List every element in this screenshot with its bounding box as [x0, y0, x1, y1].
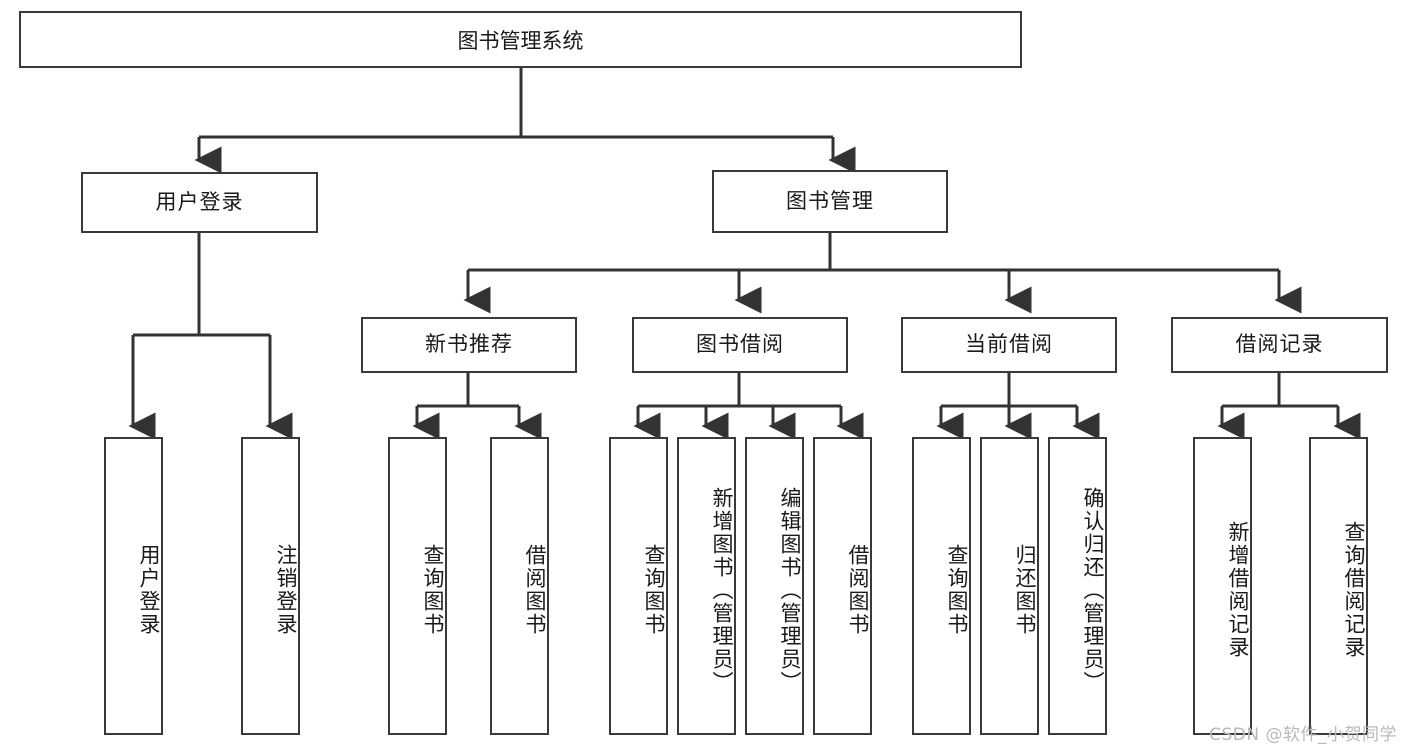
node-label: 图书管理: [786, 188, 874, 213]
node-label: 图书借阅: [696, 332, 784, 357]
leaf-current-query-book[interactable]: 查询图书: [912, 437, 971, 735]
node-label: 归还图书: [1013, 544, 1037, 636]
node-label: 借阅图书: [523, 544, 547, 636]
node-label: 编辑图书（管理员）: [778, 486, 802, 694]
node-label: 新增借阅记录: [1226, 521, 1250, 659]
node-label: 当前借阅: [965, 332, 1053, 357]
node-book-management[interactable]: 图书管理: [712, 170, 948, 233]
leaf-user-login-login[interactable]: 用户登录: [104, 437, 163, 735]
node-label: 查询图书: [945, 544, 969, 636]
node-label: 新书推荐: [425, 332, 513, 357]
node-label: 用户登录: [155, 189, 244, 214]
node-label: 注销登录: [274, 544, 298, 636]
leaf-borrow-borrow-book[interactable]: 借阅图书: [813, 437, 872, 735]
node-book-borrow[interactable]: 图书借阅: [632, 317, 848, 373]
leaf-current-confirm-return-admin[interactable]: 确认归还（管理员）: [1048, 437, 1107, 735]
node-label: 用户登录: [137, 544, 161, 636]
node-new-book-recommend[interactable]: 新书推荐: [361, 317, 577, 373]
node-current-borrow[interactable]: 当前借阅: [901, 317, 1117, 373]
watermark: CSDN @软件_小贺同学: [1209, 725, 1397, 745]
leaf-new-book-borrow[interactable]: 借阅图书: [490, 437, 549, 735]
leaf-current-return-book[interactable]: 归还图书: [980, 437, 1039, 735]
leaf-borrow-add-book-admin[interactable]: 新增图书（管理员）: [677, 437, 736, 735]
leaf-record-query-record[interactable]: 查询借阅记录: [1309, 437, 1368, 735]
node-label: 查询图书: [642, 544, 666, 636]
node-label: 借阅记录: [1235, 332, 1324, 357]
node-user-login[interactable]: 用户登录: [81, 172, 318, 233]
leaf-record-add-record[interactable]: 新增借阅记录: [1193, 437, 1252, 735]
leaf-borrow-query-book[interactable]: 查询图书: [609, 437, 668, 735]
leaf-user-login-logout[interactable]: 注销登录: [241, 437, 300, 735]
node-label: 查询借阅记录: [1342, 521, 1366, 659]
leaf-borrow-edit-book-admin[interactable]: 编辑图书（管理员）: [745, 437, 804, 735]
node-borrow-record[interactable]: 借阅记录: [1171, 317, 1388, 373]
node-root-system[interactable]: 图书管理系统: [19, 11, 1022, 68]
leaf-new-book-query[interactable]: 查询图书: [388, 437, 447, 735]
node-label: 查询图书: [421, 544, 445, 636]
node-label: 图书管理系统: [457, 28, 584, 53]
node-label: 确认归还（管理员）: [1081, 486, 1105, 694]
node-label: 借阅图书: [846, 544, 870, 636]
node-label: 新增图书（管理员）: [710, 486, 734, 694]
